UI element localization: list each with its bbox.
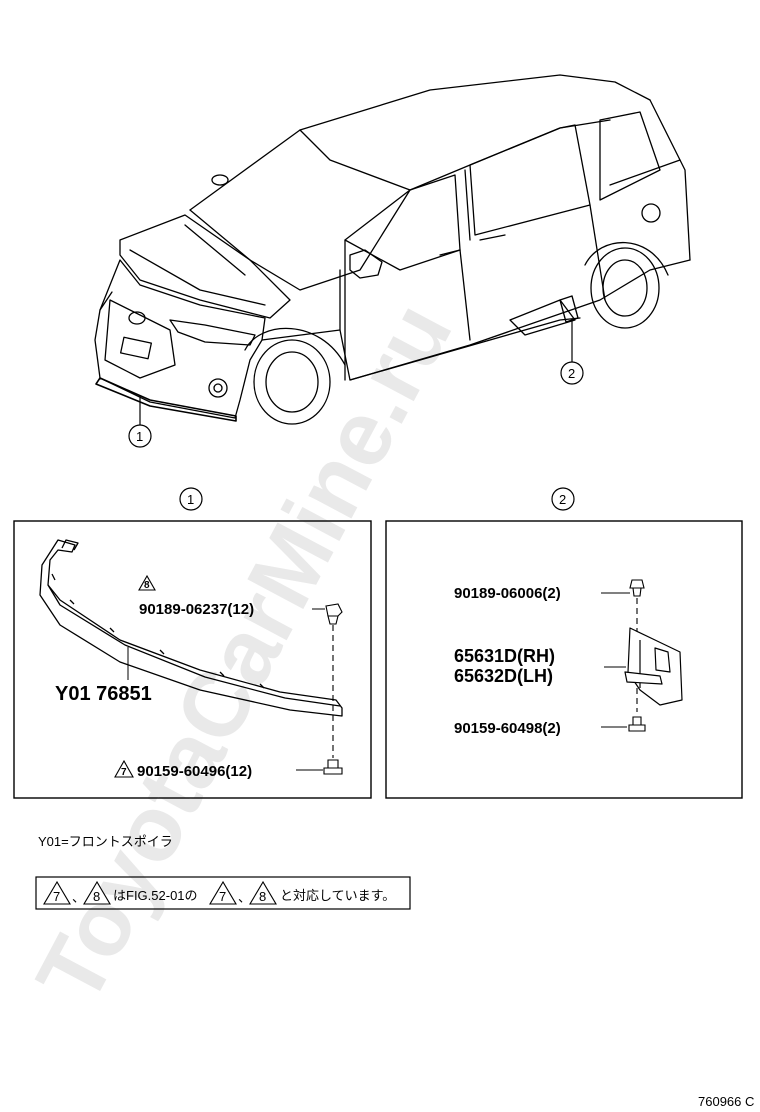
panel-two-label: 2 (559, 492, 566, 507)
bolt-icon (323, 759, 343, 775)
footnote-t8: 8 (93, 889, 100, 904)
part-number-90189-06237: 90189-06237(12) (139, 601, 254, 618)
footnote-sep-2: 、 (238, 890, 251, 905)
clip-icon-panel2 (629, 579, 645, 597)
front-spoiler-drawing (39, 539, 343, 717)
car-illustration (94, 74, 691, 425)
car-callouts (128, 320, 584, 448)
part-number-65631d-rh: 65631D(RH) (454, 646, 555, 666)
callout-two-car (560, 361, 584, 385)
callout-two-header (551, 487, 575, 511)
part-number-90159-60496: 90159-60496(12) (137, 763, 252, 780)
footnote-text: はFIG.52-01の (113, 888, 198, 903)
part-number-90189-06006: 90189-06006(2) (454, 585, 561, 602)
footnote-t8b: 8 (259, 889, 266, 904)
footnote-t7b: 7 (219, 889, 226, 904)
bolt-icon-panel2 (628, 716, 646, 732)
callout-one-car-label: 1 (136, 429, 143, 444)
footnote-end: と対応しています。 (280, 888, 395, 903)
callout-one-header (179, 487, 203, 511)
panel-one-label: 1 (187, 492, 194, 507)
footnote-t7: 7 (53, 889, 60, 904)
callout-two-car-label: 2 (568, 366, 575, 381)
panel-one-frame (13, 520, 372, 799)
panel-two-frame (385, 520, 743, 799)
triangle-7-icon (114, 759, 134, 778)
part-number-y01-76851: Y01 76851 (55, 683, 152, 705)
clip-icon (325, 603, 343, 625)
footnote-triangle-8-icon (83, 880, 111, 905)
footnote-triangle-7-icon (43, 880, 71, 905)
triangle-8-label: 8 (144, 580, 150, 591)
mudguard-bracket-drawing (624, 627, 683, 706)
footnote-triangle-7b-icon (209, 880, 237, 905)
triangle-8-icon (138, 574, 156, 591)
triangle-7-label: 7 (121, 767, 127, 778)
part-number-90159-60498: 90159-60498(2) (454, 720, 561, 737)
footnote-sep-1: 、 (72, 890, 85, 905)
footnote-triangle-8b-icon (249, 880, 277, 905)
footnote-box (35, 876, 411, 910)
callout-one-car (128, 424, 152, 448)
figure-code: 760966 C (698, 1094, 754, 1109)
part-number-65632d-lh: 65632D(LH) (454, 666, 553, 686)
legend-y01: Y01=フロントスポイラ (38, 834, 173, 849)
